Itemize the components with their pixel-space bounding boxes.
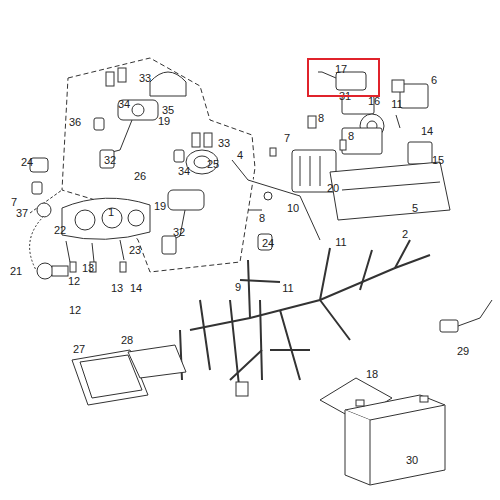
callout-number: 32: [173, 226, 185, 238]
callout-number: 20: [327, 182, 339, 194]
wiring-parts: [232, 148, 336, 250]
callout-number: 27: [73, 343, 85, 355]
callout-number: 34: [178, 165, 190, 177]
connector: [440, 300, 492, 332]
callout-number: 17: [335, 63, 347, 75]
callout-number: 28: [121, 334, 133, 346]
callout-number: 22: [54, 224, 66, 236]
callout-number: 18: [366, 368, 378, 380]
callout-number: 8: [318, 112, 324, 124]
callout-number: 24: [21, 156, 33, 168]
wiring-harness: [180, 240, 430, 396]
callout-number: 7: [284, 132, 290, 144]
callout-number: 32: [104, 154, 116, 166]
highlight-box: 17: [307, 58, 380, 97]
callout-number: 19: [158, 115, 170, 127]
callout-number: 13: [111, 282, 123, 294]
callout-number: 4: [237, 149, 243, 161]
ignition-switch: [162, 133, 218, 254]
callout-number: 12: [69, 304, 81, 316]
callout-number: 13: [82, 262, 94, 274]
callout-number: 10: [287, 202, 299, 214]
callout-number: 7: [11, 196, 17, 208]
callout-number: 19: [154, 200, 166, 212]
callout-number: 8: [348, 130, 354, 142]
filter-pads: [72, 345, 186, 405]
electrical-components: [308, 80, 450, 220]
callout-number: 30: [406, 454, 418, 466]
callout-number: 34: [118, 98, 130, 110]
callout-number: 15: [432, 154, 444, 166]
ignition-switch: [94, 68, 186, 168]
callout-number: 35: [162, 104, 174, 116]
callout-number: 1: [108, 206, 114, 218]
callout-number: 33: [218, 137, 230, 149]
callout-number: 11: [335, 236, 346, 248]
callout-number: 21: [10, 265, 22, 277]
callout-number: 12: [68, 275, 80, 287]
callout-number: 2: [402, 228, 408, 240]
callout-number: 26: [134, 170, 146, 182]
callout-number: 11: [282, 282, 293, 294]
callout-number: 37: [16, 207, 28, 219]
battery: [345, 395, 445, 485]
callout-number: 14: [130, 282, 142, 294]
callout-number: 9: [235, 281, 241, 293]
instrument-cluster: [30, 158, 150, 279]
callout-number: 11: [391, 98, 402, 110]
callout-number: 29: [457, 345, 469, 357]
group-outline: [62, 58, 255, 272]
callout-number: 24: [262, 237, 274, 249]
callout-number: 8: [259, 212, 265, 224]
callout-number: 23: [129, 244, 141, 256]
callout-number: 36: [69, 116, 81, 128]
callout-number: 14: [421, 125, 433, 137]
callout-number: 5: [412, 202, 418, 214]
callout-number: 6: [431, 74, 437, 86]
callout-number: 25: [207, 158, 219, 170]
callout-number: 33: [139, 72, 151, 84]
